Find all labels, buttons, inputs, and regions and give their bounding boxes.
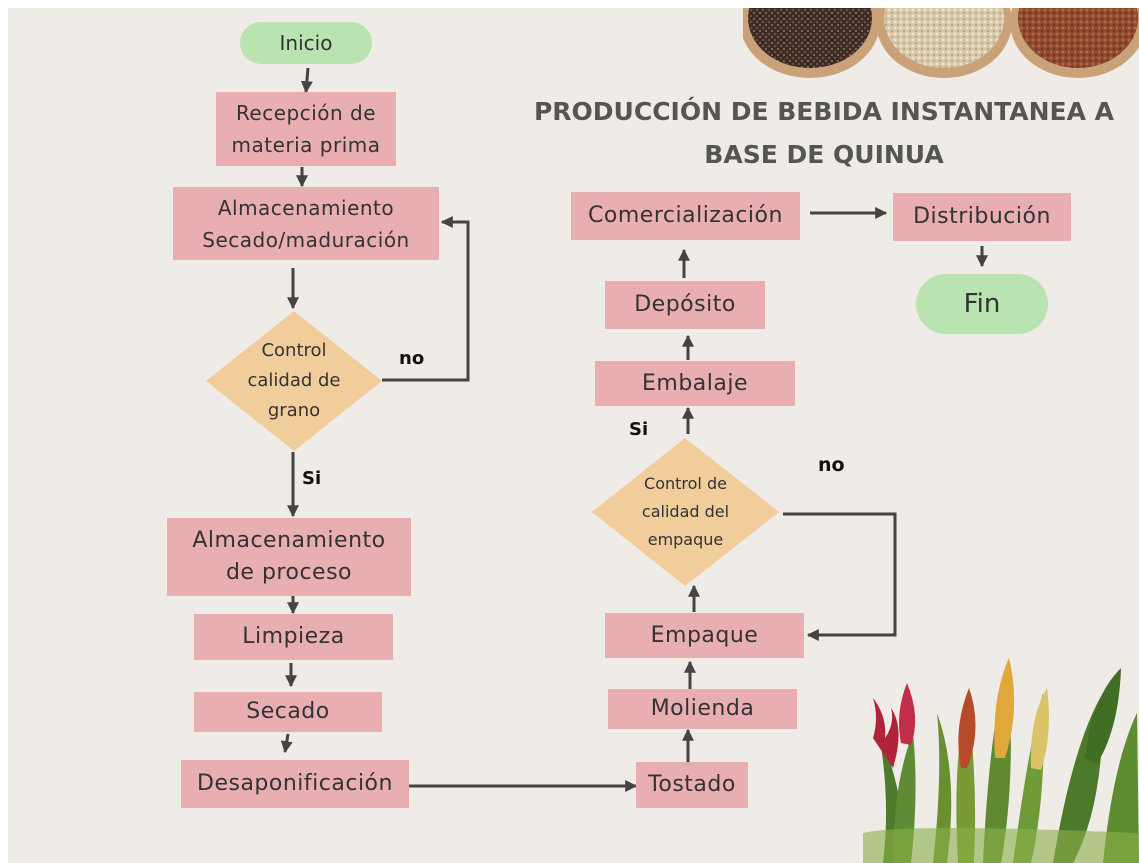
label-si-grano: Si: [302, 468, 322, 489]
step-desaponificacion: Desaponificación: [181, 760, 409, 808]
step-molienda: Molienda: [608, 689, 797, 729]
label-si-empaque: Si: [629, 419, 649, 440]
step-almacenamiento-secado: Almacenamiento Secado/maduración: [173, 187, 439, 260]
end-node: Fin: [916, 274, 1048, 334]
step-secado: Secado: [194, 692, 382, 732]
diagram-title: PRODUCCIÓN DE BEBIDA INSTANTANEA A BASE …: [494, 90, 1139, 176]
step-deposito: Depósito: [605, 281, 765, 329]
step-distribucion: Distribución: [893, 193, 1071, 241]
step-recepcion-line1: Recepción de: [235, 101, 377, 125]
step-almacenamiento-proceso-line2: de proceso: [225, 560, 353, 585]
step-recepcion: Recepción de materia prima: [216, 92, 396, 166]
decision-control-grano-shape: [206, 311, 382, 451]
decision-control-empaque: Control de calidad del empaque: [592, 438, 779, 586]
decision-control-empaque-line3: empaque: [647, 530, 724, 549]
step-almacenamiento-secado-line1: Almacenamiento: [217, 195, 395, 220]
step-recepcion-line2: materia prima: [231, 133, 381, 157]
diagram-title-line2: BASE DE QUINUA: [704, 140, 944, 169]
step-almacenamiento-proceso-line1: Almacenamiento: [192, 528, 386, 553]
label-no-empaque: no: [818, 454, 845, 476]
step-empaque: Empaque: [605, 613, 804, 658]
quinoa-bowls-image: [743, 8, 1139, 78]
decision-control-empaque-line2: calidad del: [641, 502, 730, 521]
step-almacenamiento-secado-line2: Secado/maduración: [202, 227, 410, 252]
diagram-title-line1: PRODUCCIÓN DE BEBIDA INSTANTANEA A: [533, 97, 1115, 126]
start-node: Inicio: [240, 22, 372, 64]
decision-control-empaque-line1: Control de: [644, 474, 727, 493]
decision-control-grano-line3: grano: [267, 400, 321, 421]
step-tostado: Tostado: [636, 762, 748, 808]
step-limpieza: Limpieza: [194, 614, 393, 660]
decision-control-grano: Control calidad de grano: [206, 311, 382, 451]
step-almacenamiento-proceso: Almacenamiento de proceso: [167, 518, 411, 596]
label-no-grano: no: [399, 348, 425, 369]
step-embalaje: Embalaje: [595, 361, 795, 406]
step-comercializacion: Comercialización: [571, 192, 800, 240]
diagram-canvas: Inicio Fin Recepción de materia prima Al…: [8, 8, 1139, 863]
quinoa-plants-image: [863, 658, 1139, 863]
decision-control-empaque-shape: [592, 438, 779, 586]
decision-control-grano-line1: Control: [261, 340, 327, 361]
decision-control-grano-line2: calidad de: [247, 370, 341, 391]
connector-layer: [280, 67, 988, 792]
